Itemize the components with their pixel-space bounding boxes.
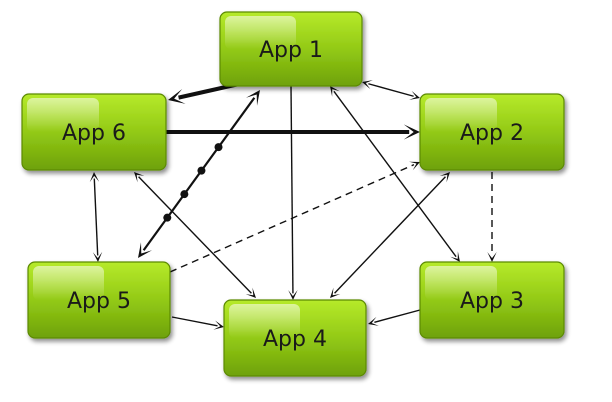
- edge-line: [93, 178, 99, 256]
- node-gloss: [27, 98, 99, 133]
- edge-app1-to-app3: [330, 86, 460, 262]
- arrowhead: [168, 88, 186, 104]
- node-app4: App 4: [223, 299, 367, 377]
- arrowhead: [92, 251, 103, 262]
- edge-app1-to-app5: [138, 90, 260, 258]
- edge-line: [169, 164, 415, 273]
- arrowhead: [245, 90, 260, 106]
- arrowhead: [245, 287, 256, 298]
- edge-line: [368, 83, 414, 97]
- node-label: App 4: [263, 327, 327, 352]
- node-app5: App 5: [27, 261, 171, 339]
- node-label: App 5: [67, 289, 131, 314]
- node-app3: App 3: [419, 261, 565, 339]
- arrowhead: [409, 161, 420, 171]
- edge-line: [138, 176, 252, 294]
- arrowhead: [330, 287, 341, 298]
- edge-dot: [163, 213, 172, 222]
- node-gloss: [229, 304, 300, 339]
- edge-app5-to-app2: [169, 161, 420, 273]
- edge-dot: [214, 143, 223, 152]
- edge-dot: [197, 166, 206, 175]
- edge-app1-to-app2: [362, 80, 420, 100]
- node-gloss: [33, 266, 104, 301]
- edge-line: [142, 97, 256, 251]
- edge-app2-to-app3: [487, 172, 497, 262]
- edge-app5-to-app4: [171, 316, 224, 330]
- edge-app3-to-app4: [368, 309, 421, 326]
- arrowhead: [368, 316, 379, 326]
- arrowhead: [89, 172, 100, 183]
- edges-layer: [89, 80, 497, 330]
- node-gloss: [425, 266, 497, 301]
- node-label: App 1: [259, 38, 323, 63]
- arrowhead: [487, 252, 497, 262]
- edge-app2-to-app4: [330, 172, 450, 298]
- edge-line: [171, 316, 218, 327]
- edge-line: [374, 309, 421, 323]
- arrowhead: [134, 172, 145, 183]
- edge-dot: [180, 190, 189, 199]
- arrowhead: [288, 290, 298, 300]
- arrowhead: [439, 172, 450, 183]
- node-gloss: [425, 98, 497, 133]
- nodes-layer: App 1 App 2 App 3 App 4 App 5 App 6: [21, 11, 565, 377]
- arrowhead: [330, 86, 340, 97]
- node-app2: App 2: [419, 93, 565, 171]
- node-label: App 3: [460, 289, 524, 314]
- arrowhead: [138, 242, 153, 258]
- edge-line: [334, 176, 446, 294]
- edge-line: [290, 85, 294, 294]
- arrowhead: [362, 80, 373, 90]
- node-app6: App 6: [21, 93, 167, 171]
- node-gloss: [225, 16, 296, 50]
- edge-app6-to-app2: [166, 124, 420, 140]
- arrowhead: [450, 251, 460, 262]
- node-label: App 6: [62, 121, 126, 146]
- edge-app1-to-app4: [288, 85, 298, 300]
- arrowhead: [409, 90, 420, 100]
- node-app1: App 1: [219, 11, 363, 87]
- node-label: App 2: [460, 121, 524, 146]
- edge-line: [333, 90, 457, 258]
- edge-app6-to-app5: [89, 172, 103, 262]
- arrowhead: [213, 320, 224, 330]
- edge-app6-to-app4: [134, 172, 256, 298]
- arrowhead: [403, 124, 420, 140]
